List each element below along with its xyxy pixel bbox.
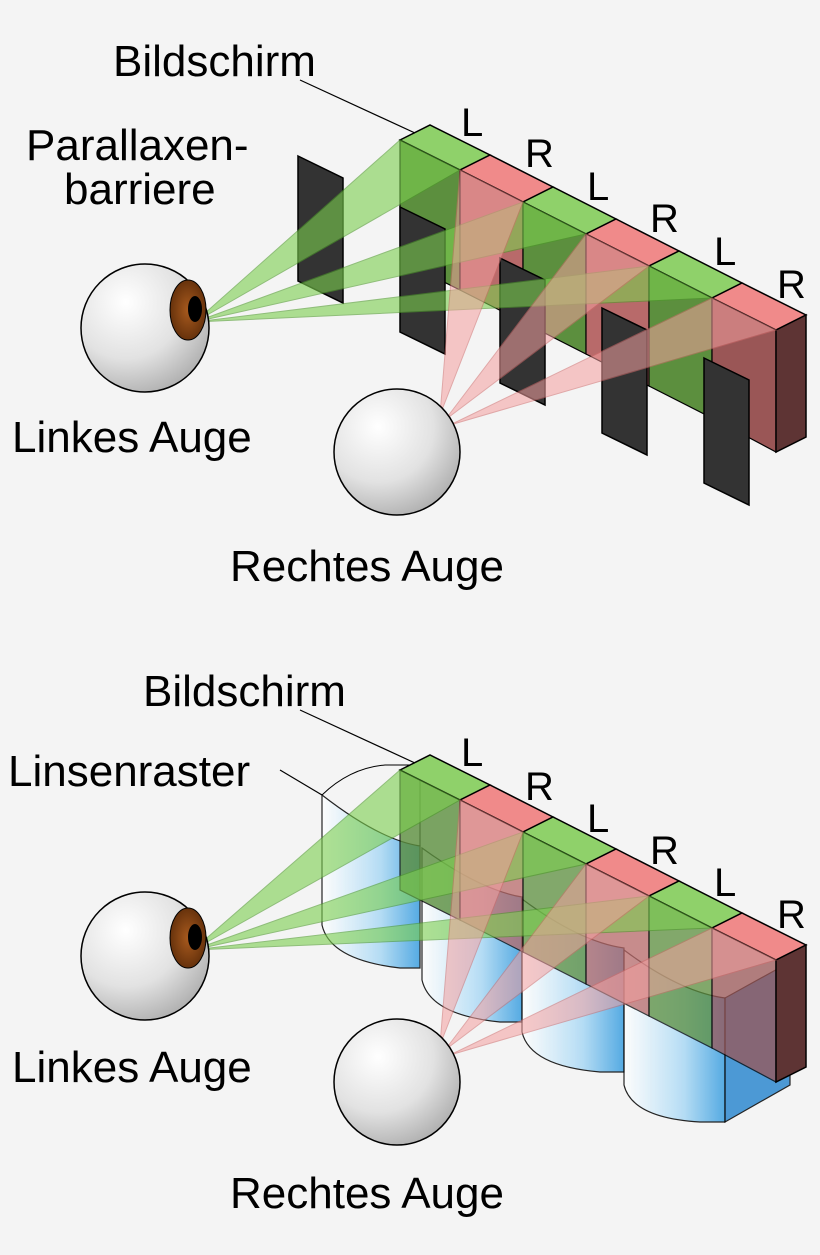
iris (169, 279, 207, 341)
right-eye-label: Rechtes Auge (230, 542, 504, 591)
barrier-plate (703, 356, 750, 507)
left-eye (80, 263, 210, 393)
right-eye-rays (439, 169, 778, 426)
lens-leader-line (279, 769, 323, 796)
ray-right-1 (439, 799, 524, 1046)
ray-right-2 (444, 863, 650, 1051)
lens-top-arc (321, 764, 421, 846)
left-eye-label: Linkes Auge (12, 413, 252, 462)
panel-parallax-barrier: Bildschirm Parallaxen- barriere Linkes A… (12, 37, 808, 591)
ray-left-1 (192, 769, 462, 951)
right-eye-label: Rechtes Auge (230, 1169, 504, 1218)
eyeball (333, 1018, 461, 1146)
ray-right-3 (449, 927, 778, 1056)
pixel-letter: L (587, 165, 609, 209)
eyeball (333, 388, 461, 516)
iris (169, 907, 207, 969)
screen-end-face (775, 313, 807, 454)
right-eye (333, 388, 461, 516)
pupil (188, 924, 202, 950)
right-eye (333, 1018, 461, 1146)
pixel-letter: L (714, 230, 736, 274)
pixel-letter: R (650, 197, 679, 241)
pixel-letter: L (461, 101, 483, 145)
barrier-label-line2: barriere (64, 165, 216, 214)
barrier-plate (601, 306, 648, 457)
right-eye-rays (439, 799, 778, 1056)
pixel-letter: L (461, 731, 483, 775)
ray-right-2 (444, 233, 650, 421)
screen-label: Bildschirm (113, 37, 316, 86)
barrier-plate (399, 205, 446, 356)
pixel-letter: L (714, 861, 736, 905)
screen-leader-line (299, 709, 416, 764)
ray-right-3 (449, 297, 778, 426)
screen-end-face (775, 943, 807, 1084)
pixel-letter: R (777, 893, 806, 937)
left-eye (80, 891, 210, 1021)
panel-lenticular: Bildschirm Linsenraster Linkes Auge Rech… (8, 667, 808, 1218)
ray-left-1 (194, 139, 462, 323)
ray-right-1 (439, 169, 524, 416)
pixel-letter: R (777, 263, 806, 307)
pixel-letter: L (587, 797, 609, 841)
lens-label: Linsenraster (8, 747, 250, 796)
pixel-letter: R (525, 132, 554, 176)
barrier-label-line1: Parallaxen- (26, 121, 249, 170)
pixel-letter: R (525, 765, 554, 809)
left-eye-label: Linkes Auge (12, 1043, 252, 1092)
screen-label: Bildschirm (143, 667, 346, 716)
screen-leader-line (299, 79, 416, 134)
pupil (188, 296, 202, 322)
pixel-letter: R (650, 829, 679, 873)
